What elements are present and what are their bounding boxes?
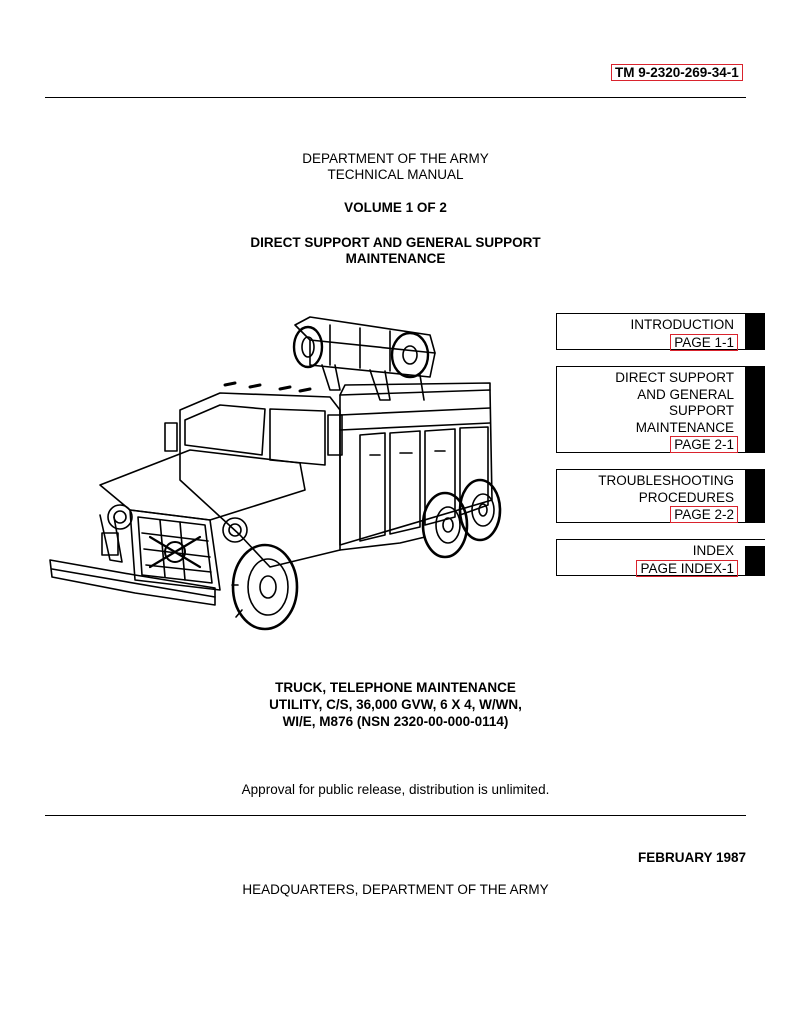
tab-troubleshooting[interactable]: TROUBLESHOOTING PROCEDURES PAGE 2-2 [556, 469, 765, 523]
tab-index[interactable]: INDEX PAGE INDEX-1 [556, 539, 765, 577]
tab-label: SUPPORT [668, 403, 734, 418]
publication-date: FEBRUARY 1987 [637, 850, 746, 865]
thumb-tab-marker [745, 314, 765, 349]
manual-type-line: TECHNICAL MANUAL [327, 167, 464, 182]
tab-label: TROUBLESHOOTING [598, 473, 734, 488]
department-line: DEPARTMENT OF THE ARMY [302, 151, 489, 166]
vehicle-line-3: WI/E, M876 (NSN 2320-00-000-0114) [282, 714, 509, 729]
tab-label: INDEX [692, 543, 734, 558]
header-rule [45, 97, 746, 98]
rear-wheel-2 [458, 478, 502, 542]
tm-number-header[interactable]: TM 9-2320-269-34-1 [611, 64, 743, 81]
headquarters-line: HEADQUARTERS, DEPARTMENT OF THE ARMY [242, 882, 549, 897]
footer-rule [45, 815, 746, 816]
tab-introduction[interactable]: INTRODUCTION PAGE 1-1 [556, 313, 765, 351]
tab-label: PROCEDURES [638, 489, 734, 505]
front-wheel [231, 543, 299, 631]
crane-boom [292, 316, 436, 401]
vehicle-line-1: TRUCK, TELEPHONE MAINTENANCE [275, 680, 516, 695]
page-link-troubleshooting[interactable]: PAGE 2-2 [670, 506, 738, 523]
thumb-tab-marker [745, 546, 765, 575]
front-bumper [49, 514, 216, 606]
tm-number-link[interactable]: TM 9-2320-269-34-1 [611, 64, 743, 81]
truck-illustration [49, 316, 502, 631]
page-link-introduction[interactable]: PAGE 1-1 [670, 333, 738, 351]
subject-line-2: MAINTENANCE [345, 251, 446, 266]
thumb-tab-marker [745, 470, 765, 522]
tab-label: INTRODUCTION [630, 317, 735, 332]
page-link-direct-support[interactable]: PAGE 2-1 [670, 436, 738, 453]
tab-label: MAINTENANCE [635, 419, 734, 435]
utility-body [339, 382, 493, 546]
hood-and-grille [99, 449, 306, 591]
thumb-tab-marker [745, 367, 765, 452]
chassis-line [339, 536, 426, 551]
vehicle-line-2: UTILITY, C/S, 36,000 GVW, 6 X 4, W/WN, [269, 697, 522, 712]
page-link-index[interactable]: PAGE INDEX-1 [636, 559, 738, 577]
distribution-statement: Approval for public release, distributio… [241, 782, 550, 797]
subject-line-1: DIRECT SUPPORT AND GENERAL SUPPORT [250, 235, 541, 250]
volume-line: VOLUME 1 OF 2 [344, 200, 447, 215]
tab-direct-support[interactable]: DIRECT SUPPORT AND GENERAL SUPPORT MAINT… [556, 366, 765, 453]
tab-label: AND GENERAL [637, 386, 734, 402]
rear-wheel-1 [421, 491, 469, 559]
tab-label: DIRECT SUPPORT [615, 370, 734, 385]
